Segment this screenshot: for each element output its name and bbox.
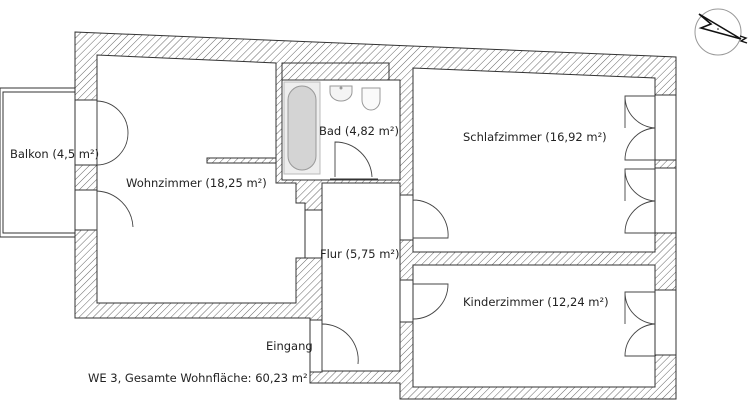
doors [74, 94, 677, 369]
sink-icon [329, 85, 353, 102]
balcony [0, 87, 76, 238]
label-bad: Bad (4,82 m²) [319, 124, 399, 138]
room-wohnzimmer [96, 54, 306, 304]
wohnzimmer-partition [206, 157, 277, 164]
label-flur: Flur (5,75 m²) [320, 247, 400, 261]
toilet-icon [361, 87, 381, 111]
label-wohnzimmer: Wohnzimmer (18,25 m²) [126, 176, 267, 190]
label-balkon: Balkon (4,5 m²) [10, 147, 99, 161]
total-area-summary: WE 3, Gesamte Wohnfläche: 60,23 m² [88, 371, 308, 385]
room-schlafzimmer [412, 67, 656, 253]
room-flur [321, 182, 401, 372]
label-kinderzimmer: Kinderzimmer (12,24 m²) [463, 295, 609, 309]
room-kinderzimmer [412, 264, 656, 388]
label-eingang: Eingang [266, 339, 313, 353]
north-arrow-compass-icon [694, 8, 748, 56]
label-schlafzimmer: Schlafzimmer (16,92 m²) [463, 130, 607, 144]
bad-wall-block [281, 62, 390, 81]
bathtub-icon [283, 81, 321, 175]
flur-opening [304, 209, 323, 259]
